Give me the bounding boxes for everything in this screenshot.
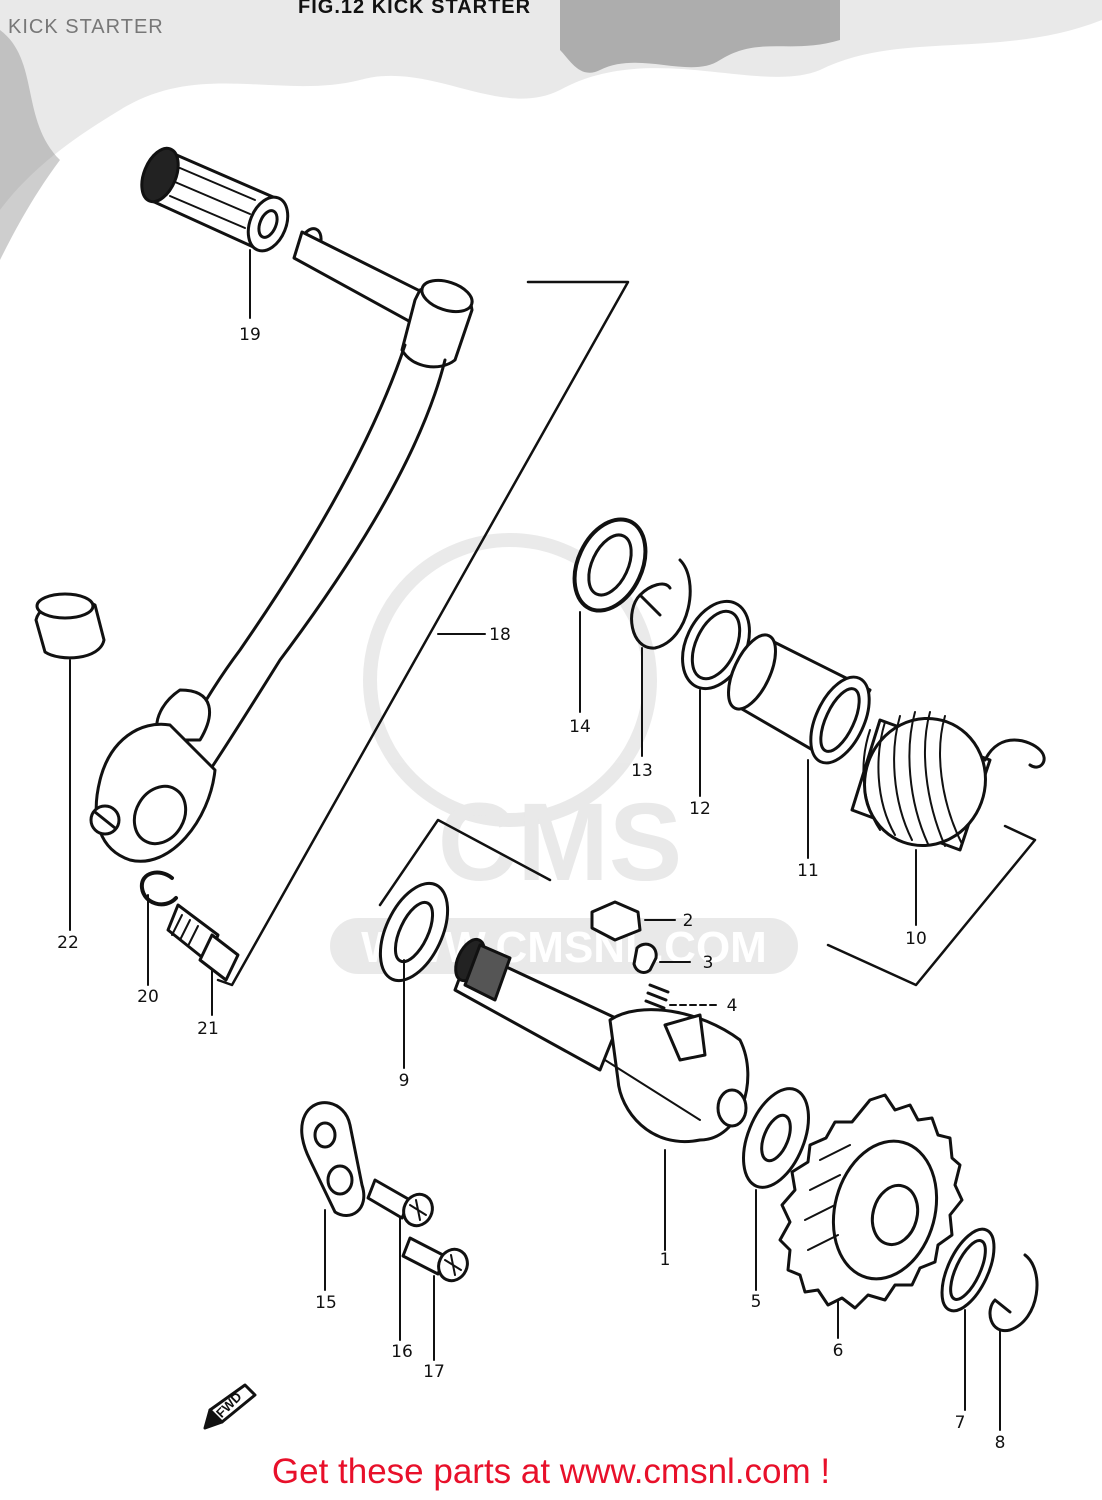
screw-17 [401, 1236, 469, 1283]
bracket-18 [216, 280, 630, 987]
washer-9 [378, 881, 450, 983]
cap-22 [34, 592, 106, 660]
callout-numbers: 1 2 3 4 5 6 7 8 9 10 11 12 13 14 15 16 1… [57, 325, 1005, 1453]
oil-seal-14 [572, 517, 648, 613]
callout-19: 19 [239, 325, 261, 345]
washer-5 [742, 1087, 810, 1189]
callout-10: 10 [905, 929, 927, 949]
bracket-10 [826, 824, 1037, 987]
callout-6: 6 [833, 1341, 844, 1361]
callout-4: 4 [727, 996, 738, 1016]
callout-1: 1 [660, 1250, 671, 1270]
callout-9: 9 [399, 1071, 410, 1091]
callout-2: 2 [683, 911, 694, 931]
callout-8: 8 [995, 1433, 1006, 1453]
spring-4 [644, 983, 670, 1010]
watermark-brand: CMS [438, 781, 682, 904]
kick-starter-lever [89, 227, 474, 863]
footer-promo-link[interactable]: Get these parts at www.cmsnl.com ! [271, 1452, 831, 1491]
callout-17: 17 [423, 1362, 445, 1382]
washer-7 [940, 1227, 996, 1313]
scan-noise [0, 0, 1102, 260]
callout-16: 16 [391, 1342, 413, 1362]
circlip-13 [630, 558, 692, 650]
return-spring-10 [850, 711, 1046, 852]
callout-18: 18 [489, 625, 511, 645]
figure-title: FIG.12 KICK STARTER [298, 0, 532, 18]
callout-22: 22 [57, 933, 79, 953]
callout-12: 12 [689, 799, 711, 819]
callout-14: 14 [569, 717, 591, 737]
guide-plate-15 [300, 1101, 366, 1217]
kick-shaft-1 [453, 937, 750, 1143]
screw-16 [366, 1178, 434, 1228]
callout-11: 11 [797, 861, 819, 881]
fwd-arrow-icon [203, 1383, 257, 1430]
callout-13: 13 [631, 761, 653, 781]
callout-15: 15 [315, 1293, 337, 1313]
section-subtitle: KICK STARTER [8, 16, 164, 38]
bolt-21 [166, 903, 240, 982]
callout-7: 7 [955, 1413, 966, 1433]
kick-gear-6 [778, 1093, 964, 1310]
spacer-11 [727, 633, 872, 765]
leader-lines [69, 249, 1001, 1431]
callout-21: 21 [197, 1019, 219, 1039]
circlip-8 [988, 1253, 1039, 1333]
pin-3 [632, 942, 658, 974]
bracket-1 [378, 818, 552, 907]
callout-5: 5 [751, 1292, 762, 1312]
callout-3: 3 [703, 953, 714, 973]
kick-grip-rubber [140, 146, 290, 253]
circlip-20 [139, 870, 178, 907]
key-2 [590, 900, 642, 942]
callout-20: 20 [137, 987, 159, 1007]
